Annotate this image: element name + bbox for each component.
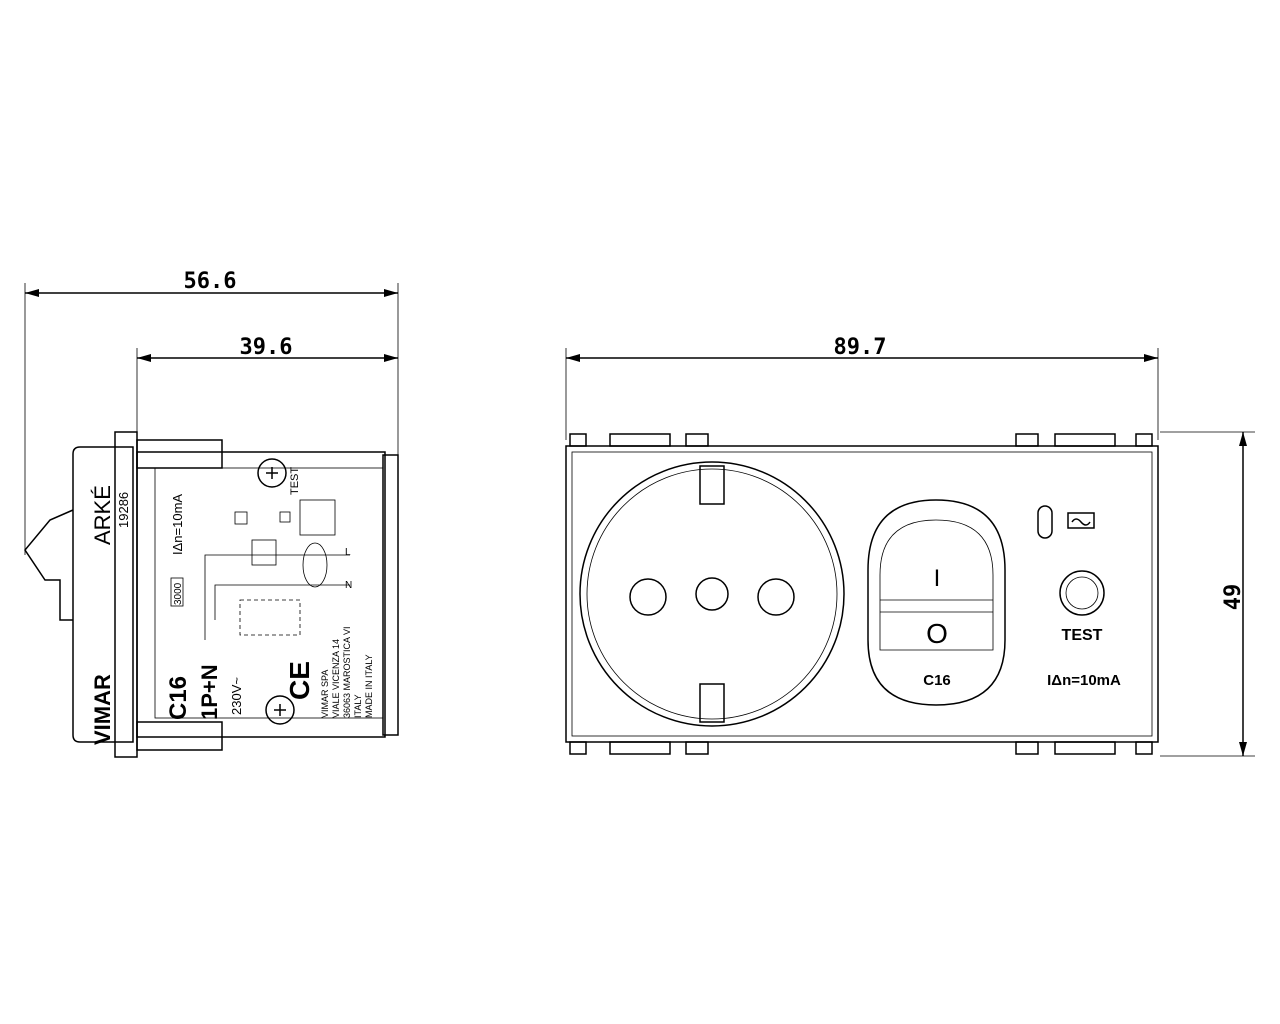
brand-logo: VIMAR (90, 674, 115, 745)
svg-text:36063 MAROSTICA VI: 36063 MAROSTICA VI (342, 626, 352, 718)
rating-label: C16 (923, 672, 951, 689)
circuit-diagram (204, 499, 350, 640)
dimension-label: 39.6 (240, 335, 293, 360)
sensitivity-label: IΔn=10mA (1047, 672, 1121, 689)
screw-icon (265, 695, 295, 725)
test-button[interactable] (1059, 570, 1105, 616)
svg-text:ITALY: ITALY (353, 694, 363, 718)
front-view: I O C16 TEST IΔn=10mA (565, 433, 1159, 755)
address-block: VIMAR SPA VIALE VICENZA 14 36063 MAROSTI… (320, 626, 374, 718)
residual-current-symbol-icon (1067, 512, 1095, 529)
screw-icon (257, 458, 287, 488)
voltage-label: 230V~ (229, 677, 244, 715)
side-view: L N VIMAR ARKÉ 19286 IΔn=10mA 3000 TEST … (24, 431, 399, 758)
terminal-n-label: N (345, 580, 352, 591)
dimension-label: 89.7 (834, 335, 887, 360)
rating-label: C16 (165, 676, 192, 720)
breaker-switch[interactable]: I O C16 (867, 499, 1006, 706)
ce-mark: CE (284, 661, 315, 700)
test-label: TEST (1062, 627, 1103, 644)
terminal-l-label: L (345, 547, 351, 558)
dimension-label: 56.6 (184, 269, 237, 294)
breaking-capacity-label: 3000 (173, 582, 184, 605)
poles-label: 1P+N (197, 664, 222, 720)
svg-text:VIALE VICENZA 14: VIALE VICENZA 14 (331, 639, 341, 718)
product-code: 19286 (116, 492, 131, 528)
dimension-side-body: 39.6 (136, 335, 398, 440)
schuko-socket (579, 461, 845, 727)
led-indicator-icon (1037, 505, 1053, 539)
test-label: TEST (289, 467, 301, 495)
dimension-front-width: 89.7 (565, 335, 1159, 440)
svg-text:VIMAR SPA: VIMAR SPA (320, 670, 330, 718)
series-label: ARKÉ (90, 485, 115, 545)
dimension-label: 49 (1221, 584, 1246, 611)
mounting-clips (569, 433, 1153, 755)
switch-on-label: I (934, 565, 941, 592)
sensitivity-label: IΔn=10mA (170, 494, 185, 555)
switch-off-label: O (926, 618, 948, 649)
svg-text:MADE IN ITALY: MADE IN ITALY (364, 654, 374, 718)
dimension-side-total: 56.6 (24, 269, 399, 555)
dimension-front-height: 49 (1160, 431, 1255, 757)
